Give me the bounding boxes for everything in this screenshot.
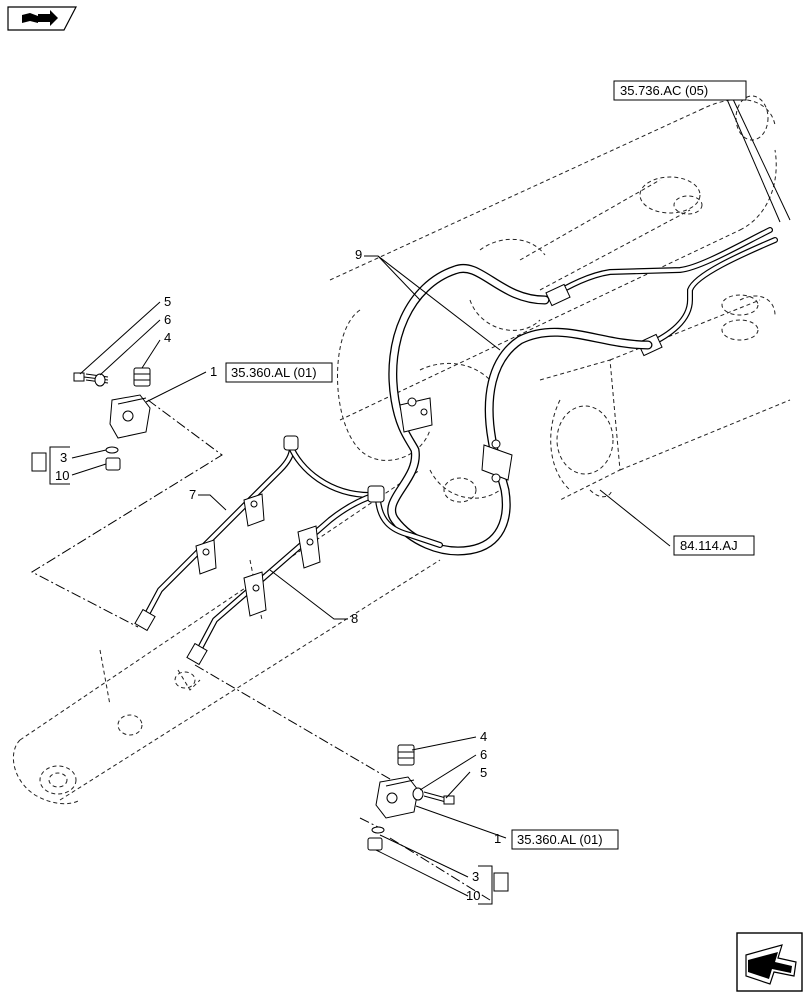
reference-box-left[interactable]: 35.360.AL (01) xyxy=(225,362,333,383)
reference-box-bottom[interactable]: 35.360.AL (01) xyxy=(511,829,619,850)
plug-10 xyxy=(367,837,383,851)
callout-3-upper: 3 xyxy=(60,450,67,465)
pipe-7 xyxy=(134,435,373,632)
callout-10-upper: 10 xyxy=(55,468,69,483)
svg-text:35.360.AL (01): 35.360.AL (01) xyxy=(517,832,603,847)
pipe-8 xyxy=(177,485,443,691)
leader-lines xyxy=(71,96,791,897)
callout-3-lower: 3 xyxy=(472,869,479,884)
hose-clamp xyxy=(481,439,513,483)
book-arrow-icon[interactable] xyxy=(7,6,77,31)
hose-assembly-9 xyxy=(387,263,653,556)
upper-block-group xyxy=(73,367,151,471)
kit-brackets xyxy=(31,446,509,905)
callout-1-upper: 1 xyxy=(210,364,217,379)
callout-7: 7 xyxy=(189,487,196,502)
callout-5-lower: 5 xyxy=(480,765,487,780)
washer-6 xyxy=(94,373,106,387)
svg-text:35.736.AC (05): 35.736.AC (05) xyxy=(620,83,708,98)
boom-outline xyxy=(12,95,791,805)
callout-6-upper: 6 xyxy=(164,312,171,327)
callout-10-lower: 10 xyxy=(466,888,480,903)
callout-4-lower: 4 xyxy=(480,729,487,744)
screw-5 xyxy=(423,791,455,805)
adapter-4 xyxy=(133,367,151,387)
seal-3 xyxy=(105,446,119,454)
lower-block-group xyxy=(367,744,455,851)
reference-box-top[interactable]: 35.736.AC (05) xyxy=(613,80,747,101)
plug-10 xyxy=(105,457,121,471)
reference-box-swing[interactable]: 84.114.AJ xyxy=(673,535,755,556)
block-1 xyxy=(375,776,419,819)
adapter-4 xyxy=(397,744,415,766)
assembly-boundary xyxy=(30,399,491,901)
callout-5-upper: 5 xyxy=(164,294,171,309)
callout-9: 9 xyxy=(355,247,362,262)
next-page-arrow-icon[interactable] xyxy=(736,932,803,992)
svg-text:35.360.AL (01): 35.360.AL (01) xyxy=(231,365,317,380)
svg-text:84.114.AJ: 84.114.AJ xyxy=(680,538,738,553)
callout-8: 8 xyxy=(351,611,358,626)
block-1 xyxy=(109,394,151,439)
seal-3 xyxy=(371,826,385,834)
callout-6-lower: 6 xyxy=(480,747,487,762)
washer-6 xyxy=(412,787,424,801)
hose-clamp xyxy=(399,397,433,433)
callout-1-lower: 1 xyxy=(494,831,501,846)
callout-4-upper: 4 xyxy=(164,330,171,345)
